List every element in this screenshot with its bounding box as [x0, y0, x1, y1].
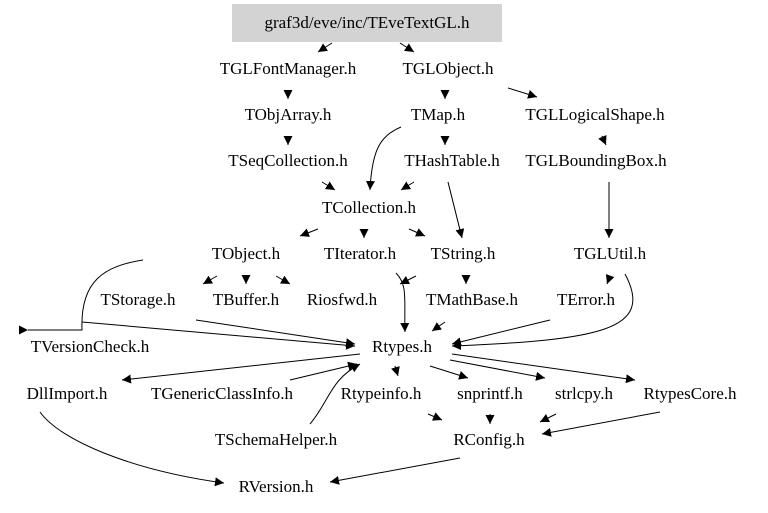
node-tglboundingbox[interactable]: TGLBoundingBox.h [525, 151, 667, 170]
edge-tseqcollection-tcollection [321, 181, 336, 191]
node-tgllogicalshape[interactable]: TGLLogicalShape.h [525, 105, 665, 124]
edge-tgllogicalshape-tglboundingbox [598, 134, 607, 146]
edge-tobject-tstorage [202, 275, 218, 285]
edge-tobject-riosfwd [275, 275, 291, 285]
node-riosfwd[interactable]: Riosfwd.h [307, 290, 378, 309]
node-tversioncheck[interactable]: TVersionCheck.h [31, 337, 150, 356]
node-terror[interactable]: TError.h [557, 290, 616, 309]
edge-rtypes-strlcpy [449, 359, 546, 381]
edge-root-tglobject [399, 42, 415, 53]
node-rversion[interactable]: RVersion.h [239, 477, 314, 496]
node-tbuffer[interactable]: TBuffer.h [213, 290, 280, 309]
node-rtypes[interactable]: Rtypes.h [372, 337, 432, 356]
edge-tmathbase-rtypes [431, 321, 446, 332]
node-tmap[interactable]: TMap.h [411, 105, 466, 124]
node-tobjarray[interactable]: TObjArray.h [245, 105, 332, 124]
edge-tgenericclassinfo-rtypes [289, 361, 358, 381]
node-tstring[interactable]: TString.h [431, 244, 496, 263]
root-node-label: graf3d/eve/inc/TEveTextGL.h [264, 13, 470, 32]
node-tschemahelper[interactable]: TSchemaHelper.h [215, 430, 338, 449]
node-tglutil[interactable]: TGLUtil.h [574, 244, 647, 263]
node-rtypeinfo[interactable]: Rtypeinfo.h [341, 384, 422, 403]
edge-thashtable-tstring [447, 181, 465, 239]
node-dllimport[interactable]: DllImport.h [27, 384, 108, 403]
node-tglfontmanager[interactable]: TGLFontManager.h [220, 59, 357, 78]
edge-tcollection-tobject [299, 228, 319, 237]
edge-root-tglfontmanager [317, 42, 333, 53]
edge-tobject-tversioncheck [28, 259, 144, 335]
edge-tstring-tstring-arrow [399, 275, 417, 285]
edge-strlcpy-rconfig [539, 413, 557, 423]
edge-rtypes-snprintf [429, 365, 469, 380]
node-rtypescore[interactable]: RtypesCore.h [643, 384, 737, 403]
node-strlcpy[interactable]: strlcpy.h [555, 384, 613, 403]
edge-rtypescore-rconfig [541, 411, 661, 437]
node-thashtable[interactable]: THashTable.h [404, 151, 500, 170]
node-titerator[interactable]: TIterator.h [324, 244, 397, 263]
node-tgenericclassinfo[interactable]: TGenericClassInfo.h [151, 384, 294, 403]
root-node[interactable]: graf3d/eve/inc/TEveTextGL.h [232, 4, 502, 42]
node-rconfig[interactable]: RConfig.h [453, 430, 525, 449]
edge-tglutil-rtypes [451, 273, 634, 351]
root-node-box [232, 4, 502, 42]
node-tseqcollection[interactable]: TSeqCollection.h [228, 151, 348, 170]
edges [28, 42, 661, 487]
node-snprintf[interactable]: snprintf.h [457, 384, 523, 403]
edge-rtypes-rtypescore [451, 353, 636, 384]
edge-tglutil-terror [605, 273, 615, 285]
edge-tglobject-tgllogicalshape [507, 87, 538, 99]
node-tcollection[interactable]: TCollection.h [322, 198, 416, 217]
edge-rtypes-rtypeinfo [391, 365, 400, 377]
edge-dllimport-rversion [39, 411, 225, 487]
node-tglobject[interactable]: TGLObject.h [402, 59, 494, 78]
edge-tstring-rtypes [395, 272, 410, 333]
node-tobject[interactable]: TObject.h [212, 244, 281, 263]
edge-tmap-tcollection [365, 126, 402, 191]
edge-thashtable-tcollection [400, 181, 415, 191]
edge-rtypeinfo-rconfig [427, 412, 443, 421]
edge-tcollection-tstring [408, 228, 426, 237]
node-tmathbase[interactable]: TMathBase.h [426, 290, 519, 309]
edge-tstorage-rtypes [195, 319, 356, 348]
edge-rconfig-rversion [329, 457, 461, 485]
node-tstorage[interactable]: TStorage.h [100, 290, 176, 309]
edge-rtypes-dllimport [121, 353, 361, 384]
edge-terror-rtypes [451, 319, 551, 347]
edge-tobject-rtypes [81, 321, 356, 350]
nodes: TGLFontManager.h TGLObject.h TObjArray.h… [27, 59, 737, 496]
